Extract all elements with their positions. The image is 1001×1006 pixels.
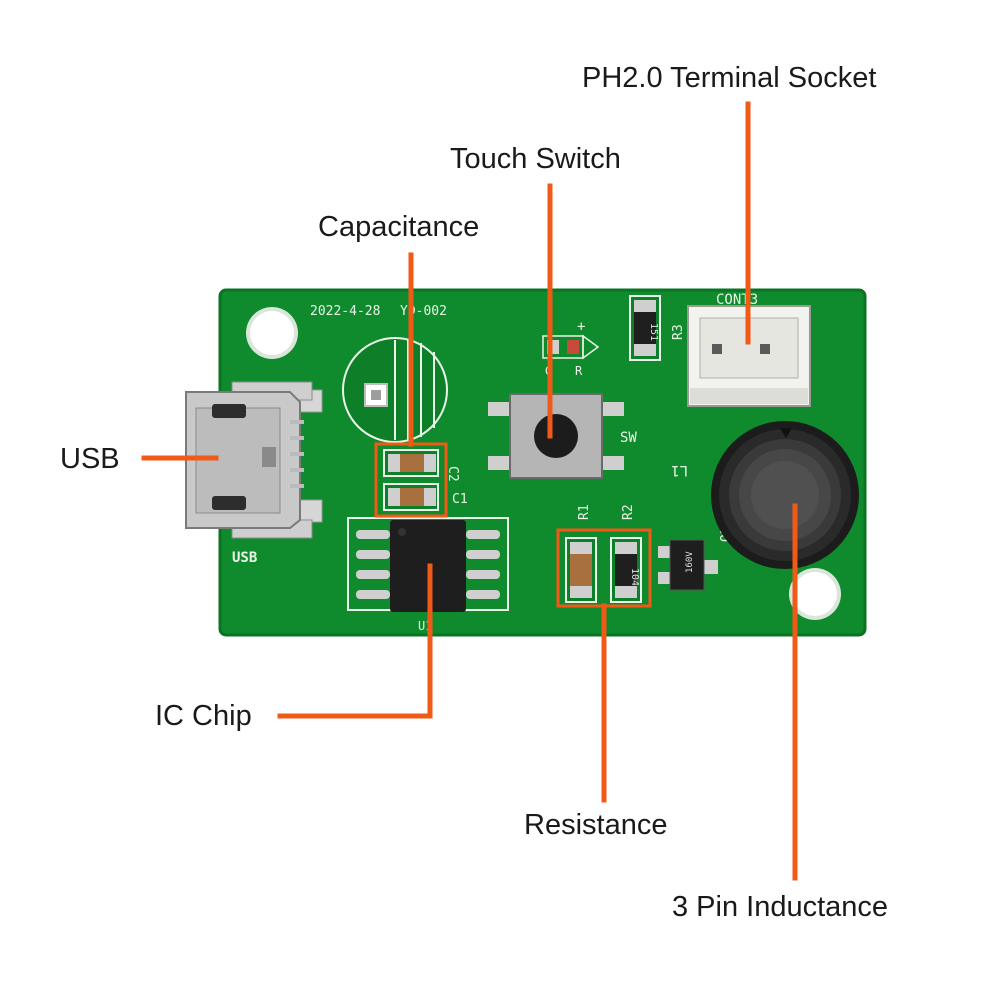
terminal-socket-label: PH2.0 Terminal Socket <box>582 62 877 94</box>
r2-value-silkscreen: 104 <box>629 568 640 586</box>
r1-silkscreen: R1 <box>577 504 592 520</box>
ic-chip-label: IC Chip <box>155 700 252 732</box>
callout-lines <box>141 101 798 881</box>
resistors <box>565 537 642 603</box>
r3-silkscreen: R3 <box>671 324 686 340</box>
capacitors <box>383 449 439 511</box>
sw-silkscreen: SW <box>620 430 637 446</box>
q2-marking: 160V <box>685 551 695 573</box>
c1-silkscreen: C1 <box>452 492 468 507</box>
usb-label: USB <box>60 443 120 475</box>
board-code-silkscreen: YD-002 <box>400 304 447 319</box>
led-r-silkscreen: R <box>575 364 583 378</box>
l1-silkscreen: L1 <box>671 462 688 478</box>
usb-silkscreen: USB <box>232 550 257 566</box>
r3-value-silkscreen: 151 <box>648 323 659 341</box>
c2-silkscreen: C2 <box>445 466 460 482</box>
capacitance-label: Capacitance <box>318 211 480 243</box>
connector-silkscreen: CONT3 <box>716 292 758 308</box>
buzzer-footprint <box>342 337 448 443</box>
resistor-r3 <box>629 295 661 361</box>
mounting-hole-bottom-right <box>789 568 841 620</box>
inductor <box>711 421 859 569</box>
date-code-silkscreen: 2022-4-28 <box>310 304 380 319</box>
touch-switch <box>488 393 624 479</box>
led-plus-silkscreen: + <box>577 319 585 335</box>
mounting-hole-top-left <box>246 307 298 359</box>
micro-usb-connector <box>185 381 323 539</box>
inductance-label: 3 Pin Inductance <box>672 891 889 923</box>
resistance-label: Resistance <box>524 809 668 841</box>
r2-silkscreen: R2 <box>621 504 636 520</box>
touch-switch-label: Touch Switch <box>450 143 621 175</box>
ic-chip-leader <box>277 563 433 719</box>
transistor <box>658 539 718 591</box>
